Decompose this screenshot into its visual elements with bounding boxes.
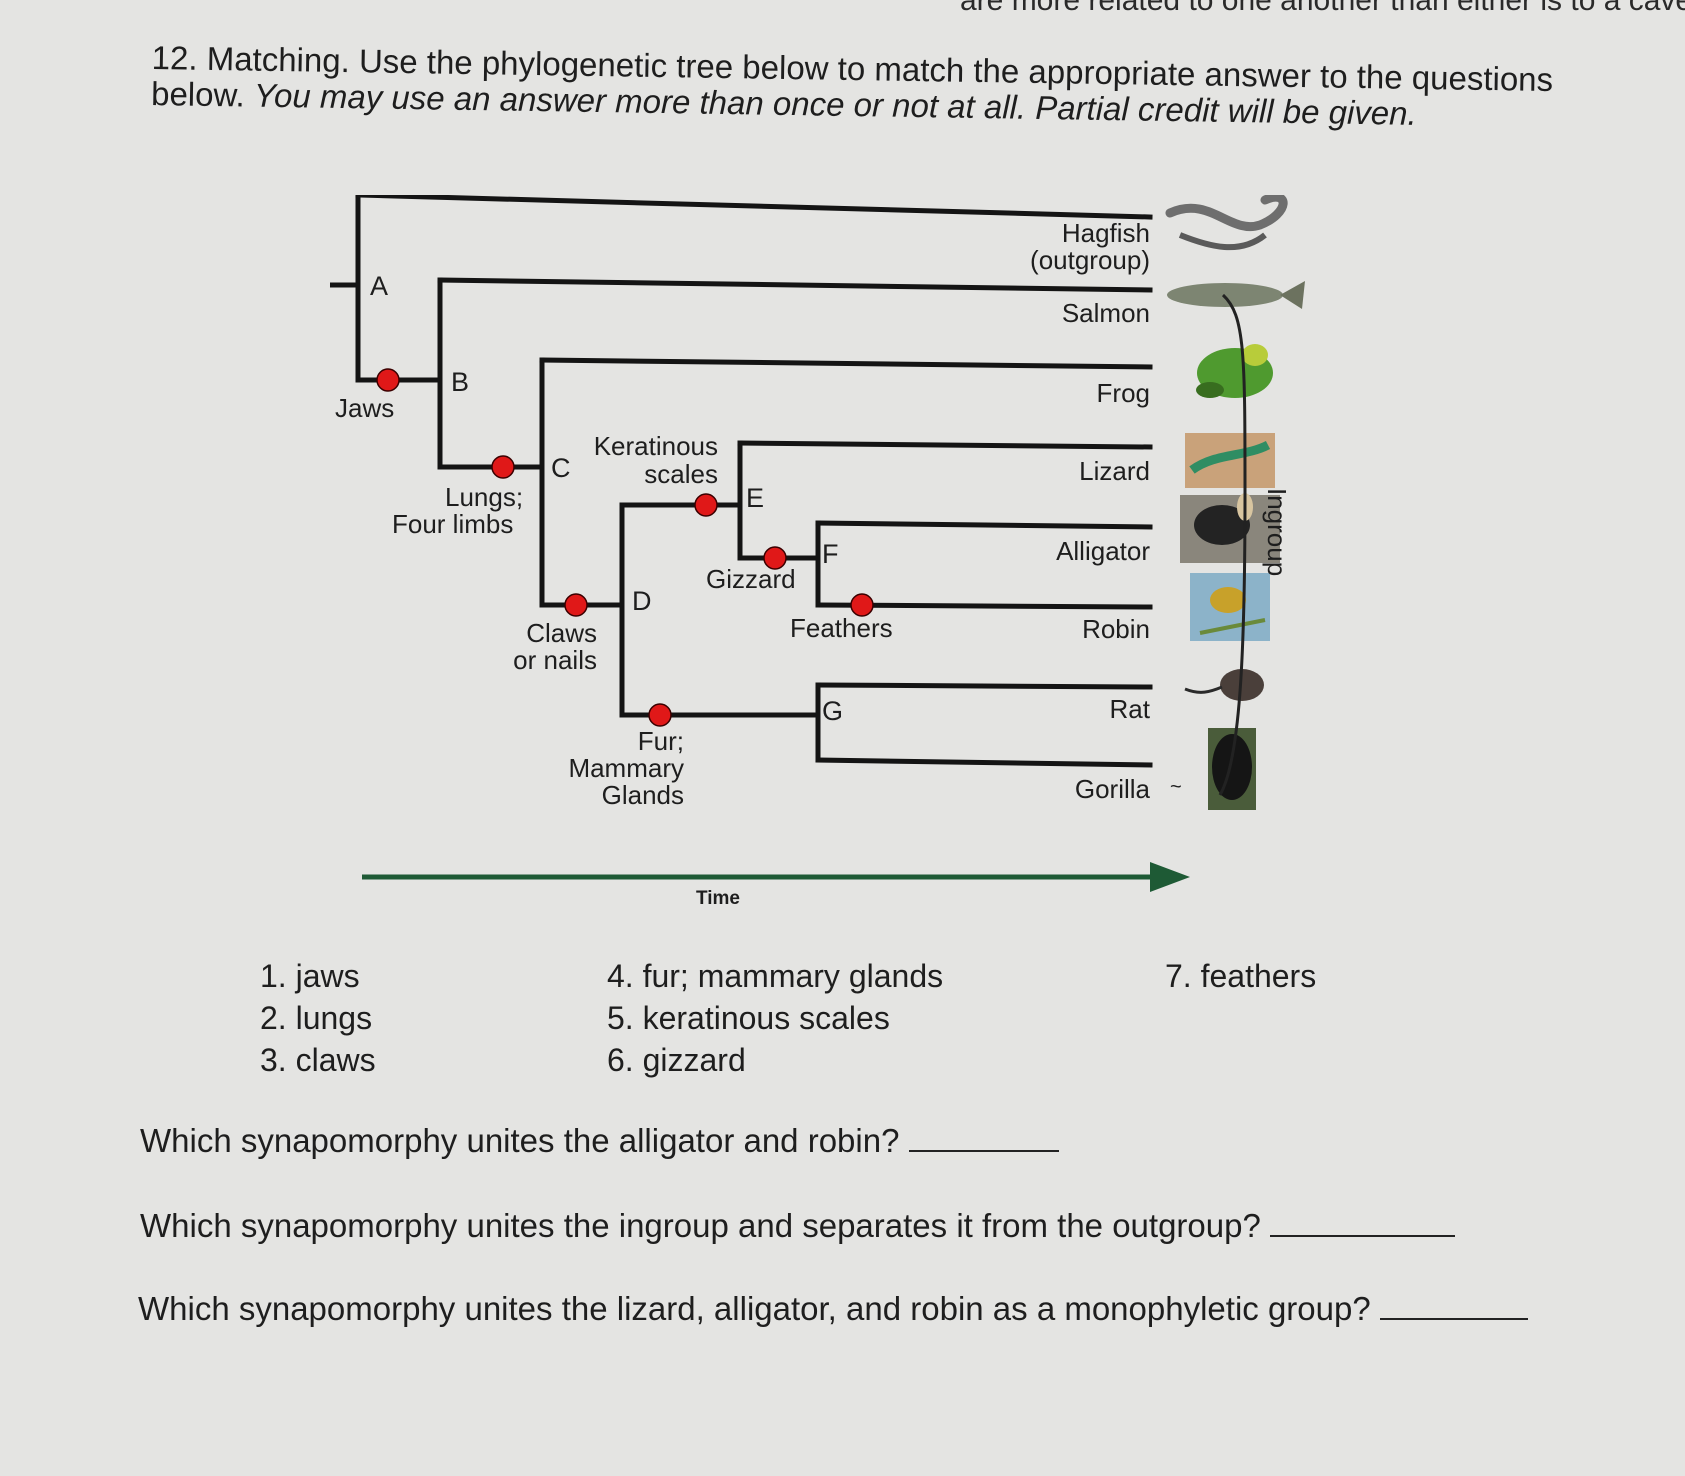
node-g-label: G [822,696,843,726]
taxon-robin: Robin [1082,614,1150,644]
lungs-marker [492,456,514,478]
trait-feathers: Feathers [790,613,893,643]
hagfish-icon [1170,197,1283,247]
taxon-hagfish: Hagfish [1062,218,1150,248]
trait-claws-line2: or nails [513,645,597,675]
question-number: 12. [151,39,197,77]
option-gizzard: 6. gizzard [607,1039,943,1081]
frog-icon [1196,344,1273,398]
node-f-label: F [822,539,839,569]
taxon-frog: Frog [1097,378,1150,408]
time-label: Time [696,888,740,909]
node-c-label: C [551,453,571,483]
option-claws: 3. claws [260,1039,376,1081]
trait-jaws: Jaws [335,393,394,423]
cut-off-header-text: are more related to one another than eit… [960,0,1685,18]
keratinous-scales-marker [695,494,717,516]
trait-claws-line1: Claws [526,618,597,648]
gorilla-tilde: ~ [1170,776,1182,798]
trait-fur-line3: Glands [602,780,684,810]
option-keratinous-scales: 5. keratinous scales [607,997,943,1039]
fur-marker [649,704,671,726]
trait-fur-line2: Mammary [568,753,684,783]
gorilla-icon [1208,728,1256,810]
rat-icon [1185,669,1264,701]
options-column-3: 7. feathers [1165,955,1316,997]
taxon-salmon: Salmon [1062,298,1150,328]
tree-branches [330,195,1150,765]
phylogenetic-tree: A B C D E F G Jaws Lungs; Four limbs Ker… [330,195,1410,915]
time-arrow [362,862,1190,892]
trait-lungs-line2: Four limbs [392,509,513,539]
trait-fur-line1: Fur; [638,726,684,756]
claws-marker [565,594,587,616]
question-3-text: Which synapomorphy unites the lizard, al… [138,1290,1371,1327]
taxon-rat: Rat [1110,694,1151,724]
answer-blank-3[interactable] [1380,1317,1528,1320]
option-fur: 4. fur; mammary glands [607,955,943,997]
taxon-alligator: Alligator [1056,536,1150,566]
node-d-label: D [632,586,652,616]
trait-keratinous-line1: Keratinous [594,431,718,461]
answer-blank-2[interactable] [1270,1234,1455,1237]
option-lungs: 2. lungs [260,997,376,1039]
question-title: 12. Matching. Use the phylogenetic tree … [151,40,1602,135]
robin-icon [1190,573,1270,641]
jaws-marker [377,369,399,391]
node-a-label: A [370,271,388,301]
question-heading: Matching. [206,40,350,79]
node-b-label: B [451,367,469,397]
lizard-icon [1185,433,1275,488]
question-2: Which synapomorphy unites the ingroup an… [140,1207,1455,1245]
salmon-icon [1167,281,1305,309]
taxon-gorilla: Gorilla [1075,774,1151,804]
option-feathers: 7. feathers [1165,955,1316,997]
trait-lungs-line1: Lungs; [445,482,523,512]
question-2-text: Which synapomorphy unites the ingroup an… [140,1207,1261,1244]
question-1: Which synapomorphy unites the alligator … [140,1122,1059,1160]
trait-keratinous-line2: scales [644,459,718,489]
option-jaws: 1. jaws [260,955,376,997]
question-3: Which synapomorphy unites the lizard, al… [138,1290,1528,1328]
taxon-lizard: Lizard [1079,456,1150,486]
synapomorphy-markers [377,369,873,726]
trait-gizzard: Gizzard [706,564,796,594]
options-column-1: 1. jaws 2. lungs 3. claws [260,955,376,1081]
options-column-2: 4. fur; mammary glands 5. keratinous sca… [607,955,943,1081]
answer-blank-1[interactable] [909,1149,1059,1152]
ingroup-label: Ingroup [1262,488,1292,576]
node-e-label: E [746,483,764,513]
question-1-text: Which synapomorphy unites the alligator … [140,1122,899,1159]
taxon-outgroup-note: (outgroup) [1030,245,1150,275]
